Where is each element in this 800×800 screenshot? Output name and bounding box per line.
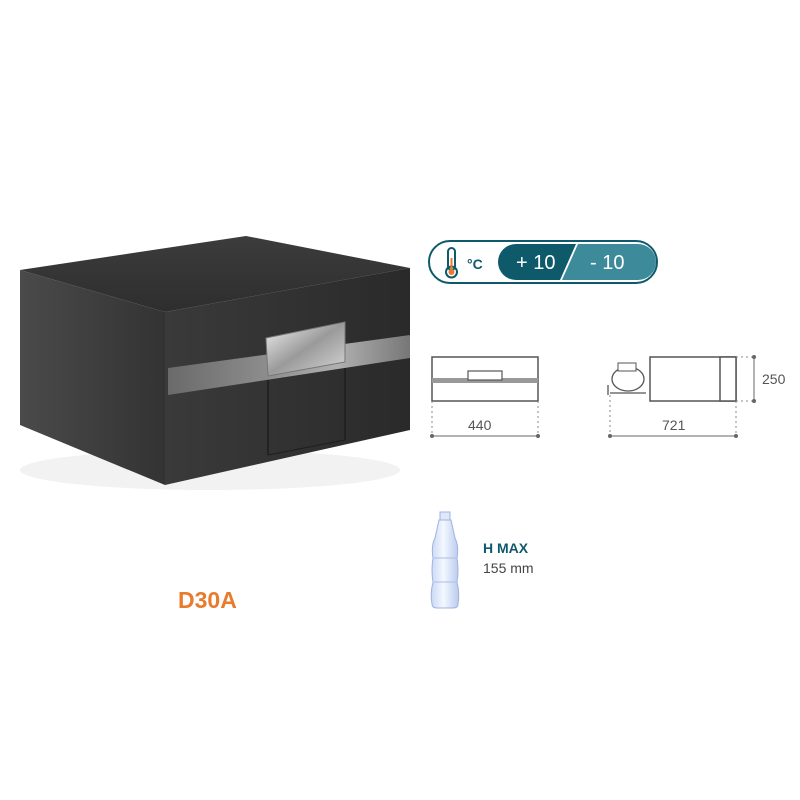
fridge-side: [20, 270, 165, 485]
fridge-top: [20, 236, 410, 312]
depth-height-diagram: [607, 355, 756, 438]
height-value: 250: [762, 371, 786, 387]
model-name: D30A: [178, 587, 237, 613]
temperature-min: - 10: [590, 252, 625, 274]
temperature-pill: [498, 244, 656, 280]
celsius-unit: °C: [467, 256, 483, 272]
temperature-max: + 10: [516, 252, 556, 274]
drawer-handle: [265, 321, 346, 377]
bottle-height-value: 155 mm: [483, 560, 534, 576]
depth-value: 721: [662, 417, 686, 433]
width-diagram: [430, 356, 540, 438]
bottle-height-label: H MAX: [483, 540, 529, 556]
temperature-range-badge: °C + 10 - 10: [428, 240, 658, 284]
water-bottle-image: [430, 511, 460, 609]
thermometer-icon: [445, 247, 458, 279]
width-value: 440: [468, 417, 492, 433]
